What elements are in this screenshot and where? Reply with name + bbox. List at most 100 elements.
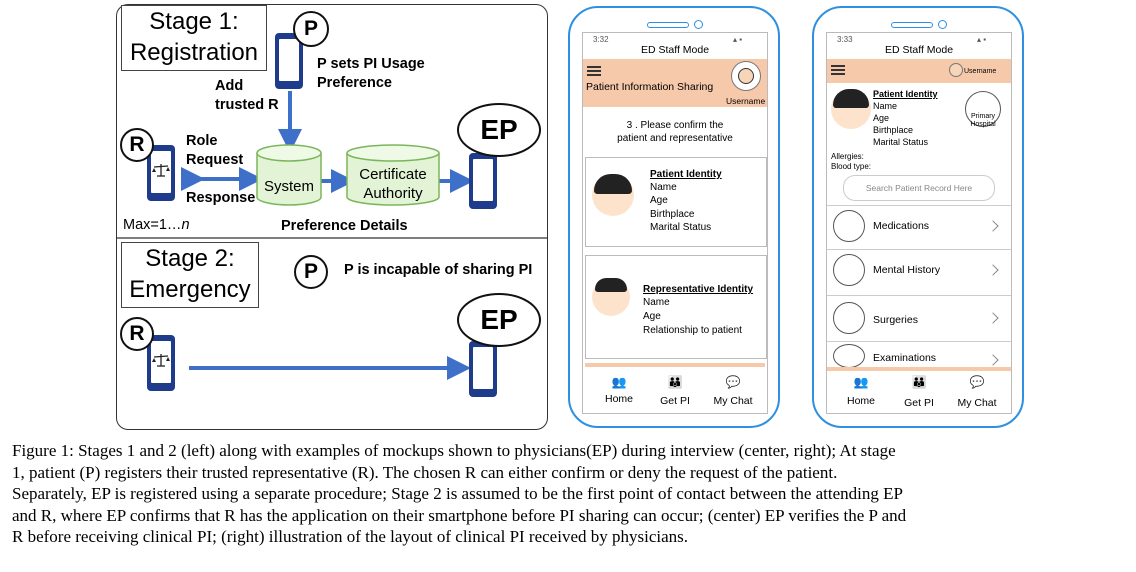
right-screen: 3:33 ▴ ▪ ED Staff Mode Username Patient … [826,32,1012,414]
p-sets-line2: Preference [317,75,392,91]
stage2-line2: Emergency [129,276,251,303]
caption-line: R before receiving clinical PI; (right) … [12,527,689,546]
max-text: Max=1… [123,217,182,233]
medications-icon [833,210,865,242]
stages-diagram: Stage 1: Registration Stage 2: Emergency… [116,4,548,430]
right-allergies: Allergies: [831,152,864,161]
stage2-box: Stage 2: Emergency [121,242,259,308]
center-tab-chat-label: My Chat [713,395,753,407]
menu-medications-label: Medications [873,220,930,232]
patient-label: P [303,17,318,40]
home-icon: 👥 [611,375,627,389]
figure-caption: Figure 1: Stages 1 and 2 (left) along wi… [12,440,1124,548]
right-menu-icon[interactable] [831,65,845,75]
chat-icon: 💬 [725,375,741,389]
stage2-ep-label: EP [480,304,518,335]
add-trusted-label: Add trusted R [215,77,279,115]
chevron-right-icon [987,264,999,276]
right-mode-title: ED Staff Mode [884,44,954,56]
stage2-scale-icon [152,354,170,367]
ca-line2: Authority [363,185,423,202]
ca-cylinder [346,144,440,206]
center-tab-home[interactable]: 👥 Home [591,375,647,411]
system-label: System [263,178,314,195]
right-patient-avatar [831,89,871,129]
caption-line: Figure 1: Stages 1 and 2 (left) along wi… [12,441,896,460]
center-patient-field: Age [650,195,668,206]
center-rep-field: Age [643,311,661,322]
right-tab-getpi-label: Get PI [904,397,934,409]
right-blood-type: Blood type: [831,162,872,171]
center-instruction-line1: 3 . Please confirm the [626,120,724,131]
right-status-icons: ▴ ▪ [977,35,987,44]
center-tab-home-label: Home [604,393,633,405]
center-tab-getpi[interactable]: 👪 Get PI [647,375,703,411]
chevron-right-icon [987,220,999,232]
stage2-patient-circle: P [294,255,328,289]
right-header-bar [827,59,1011,83]
center-menu-icon[interactable] [587,66,601,76]
menu-examinations-label: Examinations [873,352,937,364]
right-divider-bar [827,367,1011,371]
right-user-avatar[interactable] [949,63,963,77]
stage2-patient-label: P [303,260,318,283]
right-search-input[interactable]: Search Patient Record Here [843,175,995,201]
center-rep-field: Name [643,297,670,308]
center-tab-chat[interactable]: 💬 My Chat [705,375,761,411]
home-icon: 👥 [853,375,869,389]
center-rep-field: Relationship to patient [643,325,742,336]
menu-medications[interactable]: Medications [827,205,1011,246]
right-hospital-line2: Hospital [970,121,996,128]
center-phone-mockup: 3:32 ▴ ▪ ED Staff Mode Patient Informati… [568,6,780,428]
response-label: Response [186,190,256,206]
ep-circle: EP [457,103,541,157]
stage1-box: Stage 1: Registration [121,5,267,71]
right-tab-chat[interactable]: 💬 My Chat [949,375,1005,411]
getpi-icon: 👪 [667,375,683,389]
right-tab-chat-label: My Chat [957,397,997,409]
right-tab-getpi[interactable]: 👪 Get PI [891,375,947,411]
p-sets-line1: P sets PI Usage [317,56,425,72]
center-instruction-line2: patient and representative [617,133,733,144]
stage2-representative-circle: R [120,317,154,351]
preference-details-label: Preference Details [281,218,408,234]
stage2-representative-label: R [129,322,145,345]
menu-mental-history[interactable]: Mental History [827,249,1011,290]
center-speaker [647,22,689,28]
max-label: Max=1…n [123,217,190,233]
right-patient-field: Name [873,101,898,111]
representative-phone [147,145,175,201]
diagram-connectors [117,91,547,380]
right-patient-field: Birthplace [873,125,914,135]
center-time: 3:32 [593,35,609,44]
brain-icon [833,254,865,286]
stage2-ep-phone [469,341,497,397]
stage1-line1: Stage 1: [149,8,239,35]
center-camera [694,20,703,29]
center-tab-getpi-label: Get PI [660,395,690,407]
right-patient-title: Patient Identity [873,89,938,99]
caption-line: Separately, EP is registered using a sep… [12,484,903,503]
caption-line: 1, patient (P) registers their trusted r… [12,462,838,482]
ca-label: Certificate Authority [347,165,439,203]
system-cylinder [256,144,322,206]
menu-surgeries[interactable]: Surgeries [827,295,1011,336]
add-trusted-line2: trusted R [215,97,279,113]
stage2-line1: Stage 2: [145,245,235,272]
right-patient-field: Marital Status [873,137,929,147]
center-rep-title: Representative Identity [643,284,754,295]
scale-icon [152,164,170,177]
center-patient-card: Patient Identity Name Age Birthplace Mar… [585,157,767,247]
patient-circle: P [293,11,329,47]
role-request-label: Role Request [186,132,243,170]
right-search-placeholder: Search Patient Record Here [865,183,973,193]
menu-examinations[interactable]: Examinations [827,341,1011,368]
center-mode-title: ED Staff Mode [640,44,710,56]
right-tab-home[interactable]: 👥 Home [833,375,889,411]
center-user-avatar[interactable] [731,61,761,91]
representative-label: R [129,133,145,156]
ep-phone [469,153,497,209]
add-trusted-line1: Add [215,78,244,94]
menu-mental-history-label: Mental History [873,264,941,276]
center-divider-bar [585,363,765,367]
